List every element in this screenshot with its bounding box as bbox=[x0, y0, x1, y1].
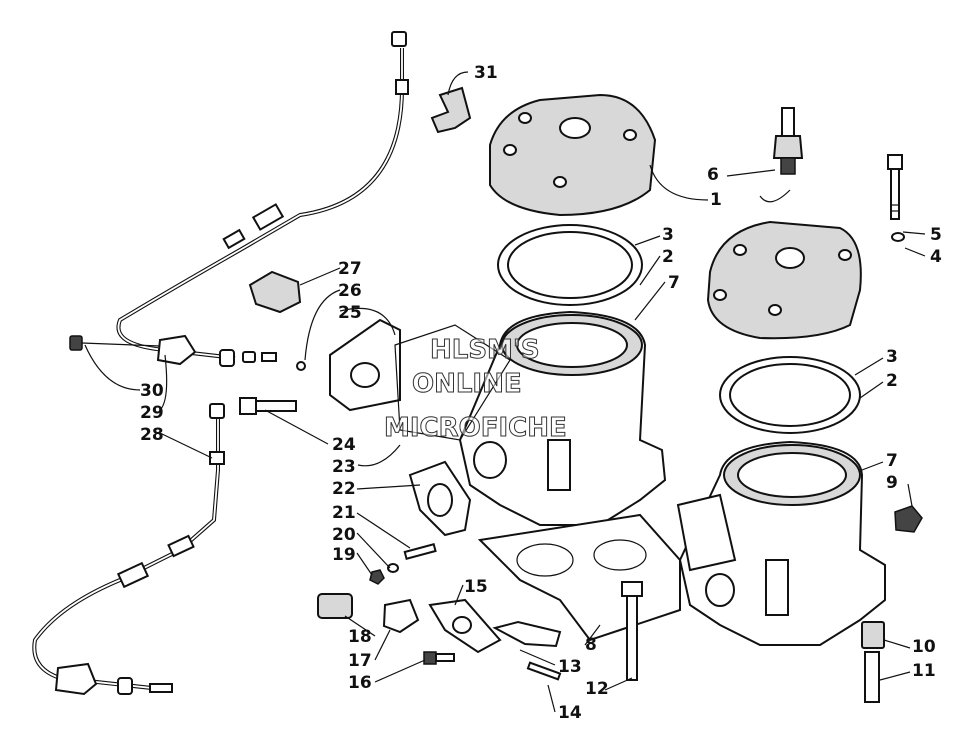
guide-screw bbox=[526, 661, 562, 681]
cylinder-bolt bbox=[621, 581, 643, 681]
leader-lines bbox=[84, 71, 926, 713]
base-gasket bbox=[477, 513, 681, 642]
callout-29: 29 bbox=[140, 403, 164, 423]
cylinder-head-lower bbox=[706, 220, 862, 340]
callout-5: 5 bbox=[930, 225, 942, 245]
callout-28: 28 bbox=[140, 425, 164, 445]
valve-retainer bbox=[382, 598, 420, 634]
callout-25: 25 bbox=[338, 303, 362, 323]
callout-7-lower: 7 bbox=[886, 451, 898, 471]
upper-exhaust-valve-cable bbox=[116, 31, 409, 367]
watermark: HLSM'S ONLINE MICROFICHE bbox=[384, 335, 568, 444]
callout-6: 6 bbox=[707, 165, 719, 185]
callout-14: 14 bbox=[558, 703, 582, 723]
callout-7-upper: 7 bbox=[668, 273, 680, 293]
callout-3-upper: 3 bbox=[662, 225, 674, 245]
callout-12: 12 bbox=[585, 679, 609, 699]
callout-18: 18 bbox=[348, 627, 372, 647]
cylinder-lower bbox=[676, 440, 886, 646]
cylinder-spacer bbox=[861, 621, 885, 649]
callout-19: 19 bbox=[332, 545, 356, 565]
valve-screw bbox=[423, 651, 455, 665]
cable-fittings bbox=[242, 351, 306, 371]
housing-stud bbox=[403, 542, 437, 560]
housing-washer bbox=[387, 563, 399, 573]
callout-15: 15 bbox=[464, 577, 488, 597]
o-ring-lower bbox=[719, 356, 861, 434]
callout-3-lower: 3 bbox=[886, 347, 898, 367]
callout-20: 20 bbox=[332, 525, 356, 545]
cylinder-head-upper bbox=[489, 93, 657, 217]
spark-plug bbox=[772, 107, 804, 175]
housing-nut bbox=[369, 569, 385, 585]
callout-26: 26 bbox=[338, 281, 362, 301]
cable-bolt bbox=[69, 335, 161, 351]
exhaust-valve-guide bbox=[492, 620, 562, 648]
callout-22: 22 bbox=[332, 479, 356, 499]
cable-clip bbox=[430, 86, 472, 134]
cable-grommet bbox=[248, 270, 302, 314]
callout-23: 23 bbox=[332, 457, 356, 477]
callout-11: 11 bbox=[912, 661, 936, 681]
callout-4: 4 bbox=[930, 247, 942, 267]
callout-21: 21 bbox=[332, 503, 356, 523]
cylinder-nut bbox=[894, 505, 923, 533]
exhaust-valve-gasket bbox=[394, 324, 511, 441]
housing-gasket bbox=[408, 460, 472, 537]
callout-9: 9 bbox=[886, 473, 898, 493]
callout-1: 1 bbox=[710, 190, 722, 210]
callout-2-lower: 2 bbox=[886, 371, 898, 391]
exhaust-valve-cover bbox=[329, 318, 401, 412]
callout-27: 27 bbox=[338, 259, 362, 279]
valve-spring bbox=[317, 593, 353, 619]
callout-24: 24 bbox=[332, 435, 356, 455]
valve-cover-bolt bbox=[239, 397, 297, 415]
lower-exhaust-valve-cable bbox=[32, 403, 225, 696]
o-ring-upper bbox=[497, 224, 643, 306]
callout-8: 8 bbox=[585, 635, 597, 655]
head-bolt bbox=[887, 154, 903, 220]
callout-30: 30 bbox=[140, 381, 164, 401]
callout-17: 17 bbox=[348, 651, 372, 671]
callout-16: 16 bbox=[348, 673, 372, 693]
svg-text:ONLINE: ONLINE bbox=[412, 369, 522, 399]
callout-10: 10 bbox=[912, 637, 936, 657]
svg-text:MICROFICHE: MICROFICHE bbox=[384, 413, 567, 443]
callout-labels: 31 6 1 3 2 7 5 4 3 2 7 9 10 11 8 12 13 1… bbox=[140, 63, 942, 723]
cylinder-stud bbox=[864, 651, 880, 703]
callout-2-upper: 2 bbox=[662, 247, 674, 267]
callout-13: 13 bbox=[558, 657, 582, 677]
svg-text:HLSM'S: HLSM'S bbox=[430, 335, 540, 365]
exhaust-valve-blade bbox=[428, 598, 502, 654]
callout-31: 31 bbox=[474, 63, 498, 83]
head-washer bbox=[891, 232, 905, 242]
cylinder-upper bbox=[458, 310, 667, 526]
